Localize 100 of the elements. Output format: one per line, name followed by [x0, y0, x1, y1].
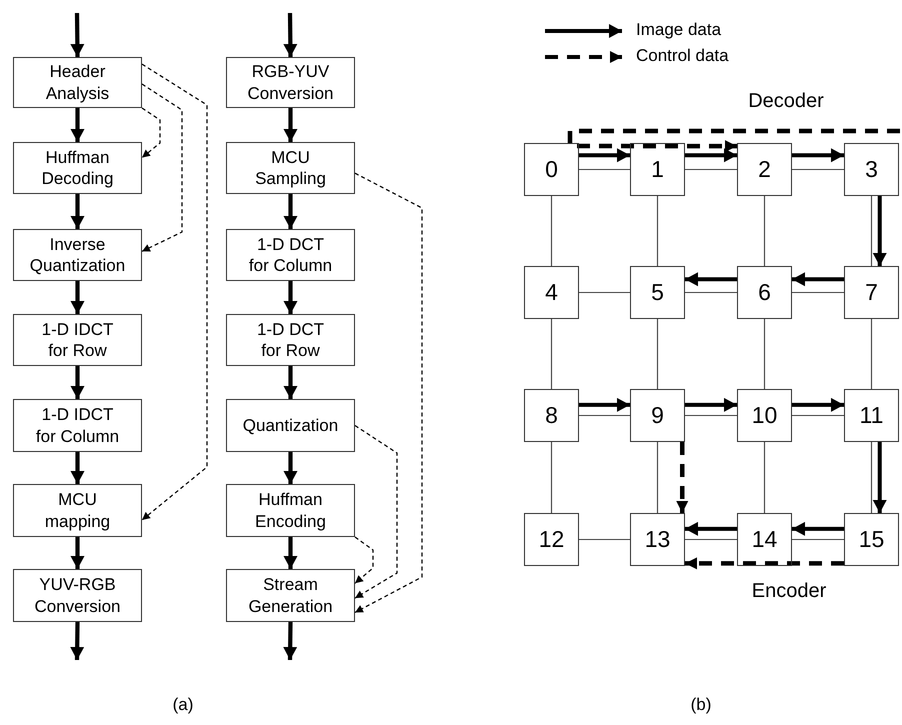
link-line — [579, 168, 630, 170]
process-label: Stream Generation — [247, 574, 334, 617]
link-line — [685, 292, 737, 294]
node-number: 8 — [544, 401, 559, 430]
node-number: 10 — [750, 401, 778, 430]
node-number: 4 — [544, 278, 559, 307]
processor-node-box — [630, 513, 685, 566]
process-label: MCU mapping — [44, 489, 112, 532]
node-number: 2 — [757, 155, 772, 184]
processor-node-box — [844, 513, 899, 566]
process-label: MCU Sampling — [254, 146, 327, 190]
dashed-arrow — [676, 442, 688, 513]
process-box — [226, 314, 355, 366]
process-box — [226, 57, 355, 108]
arrow — [70, 366, 84, 399]
arrow — [283, 12, 298, 58]
link-line — [792, 538, 844, 540]
process-box — [13, 229, 142, 281]
process-box — [226, 229, 355, 281]
dashed-arrow — [354, 425, 398, 599]
dashed-arrow — [142, 84, 183, 252]
node-number: 11 — [858, 401, 884, 430]
link-line — [579, 538, 630, 540]
link-line — [656, 442, 658, 513]
processor-node-box — [737, 266, 792, 319]
arrow — [685, 272, 737, 286]
node-number: 14 — [750, 525, 778, 554]
link-line — [870, 442, 872, 513]
link-line — [579, 292, 630, 294]
link-line — [870, 196, 872, 266]
section-title: Encoder — [752, 580, 826, 603]
link-line — [870, 319, 872, 389]
link-line — [656, 196, 658, 266]
link-line — [685, 168, 737, 170]
arrow — [284, 366, 298, 399]
link-line — [764, 442, 766, 513]
processor-node-box — [524, 143, 579, 196]
dashed-arrow — [354, 172, 423, 613]
link-line — [579, 414, 630, 416]
node-number: 1 — [650, 155, 665, 184]
node-number: 7 — [864, 278, 879, 307]
link-line — [792, 414, 844, 416]
arrow — [70, 281, 84, 314]
node-number: 9 — [650, 401, 665, 430]
legend-label: Control data — [636, 46, 729, 66]
arrow — [70, 537, 84, 569]
link-line — [550, 442, 552, 513]
process-box — [13, 569, 142, 622]
arrow — [70, 622, 84, 660]
processor-node-box — [524, 389, 579, 442]
process-label: 1-D IDCT for Column — [34, 404, 120, 447]
dashed-arrow — [354, 536, 374, 584]
arrow — [284, 537, 298, 569]
arrow — [685, 522, 737, 536]
arrow — [70, 194, 84, 229]
arrow — [872, 442, 887, 513]
processor-node-box — [524, 513, 579, 566]
processor-node-box — [844, 143, 899, 196]
arrow — [70, 108, 84, 142]
dashed-arrow — [142, 108, 161, 158]
node-number: 3 — [864, 155, 879, 184]
node-number: 6 — [757, 278, 772, 307]
arrow — [284, 194, 298, 229]
process-label: Inverse Quantization — [28, 234, 126, 276]
processor-node-box — [630, 389, 685, 442]
processor-node-box — [844, 266, 899, 319]
arrow — [284, 281, 298, 314]
processor-node-box — [844, 389, 899, 442]
node-number: 12 — [538, 525, 566, 554]
processor-node-box — [524, 266, 579, 319]
arrow — [70, 12, 84, 58]
link-line — [550, 196, 552, 266]
arrow — [792, 148, 844, 162]
link-line — [685, 414, 737, 416]
link-line — [792, 168, 844, 170]
process-box — [226, 142, 355, 194]
arrow — [685, 148, 737, 162]
arrow — [792, 522, 844, 536]
process-label: Header Analysis — [44, 61, 110, 104]
node-number: 15 — [858, 525, 886, 554]
link-line — [550, 319, 552, 389]
process-box — [13, 57, 142, 108]
panel-label: (a) — [172, 695, 194, 715]
process-box — [13, 399, 142, 452]
processor-node-box — [737, 143, 792, 196]
arrow — [579, 398, 630, 412]
process-box — [13, 314, 142, 366]
processor-node-box — [630, 266, 685, 319]
link-line — [764, 319, 766, 389]
processor-node-box — [630, 143, 685, 196]
link-line — [685, 538, 737, 540]
process-box — [226, 569, 355, 622]
processor-node-box — [737, 513, 792, 566]
panel-label: (b) — [690, 695, 712, 715]
process-label: Huffman Decoding — [40, 146, 114, 190]
process-label: Quantization — [242, 414, 340, 436]
node-number: 13 — [644, 525, 672, 554]
process-box — [226, 484, 355, 537]
arrow — [792, 398, 844, 412]
node-number: 5 — [650, 278, 665, 307]
